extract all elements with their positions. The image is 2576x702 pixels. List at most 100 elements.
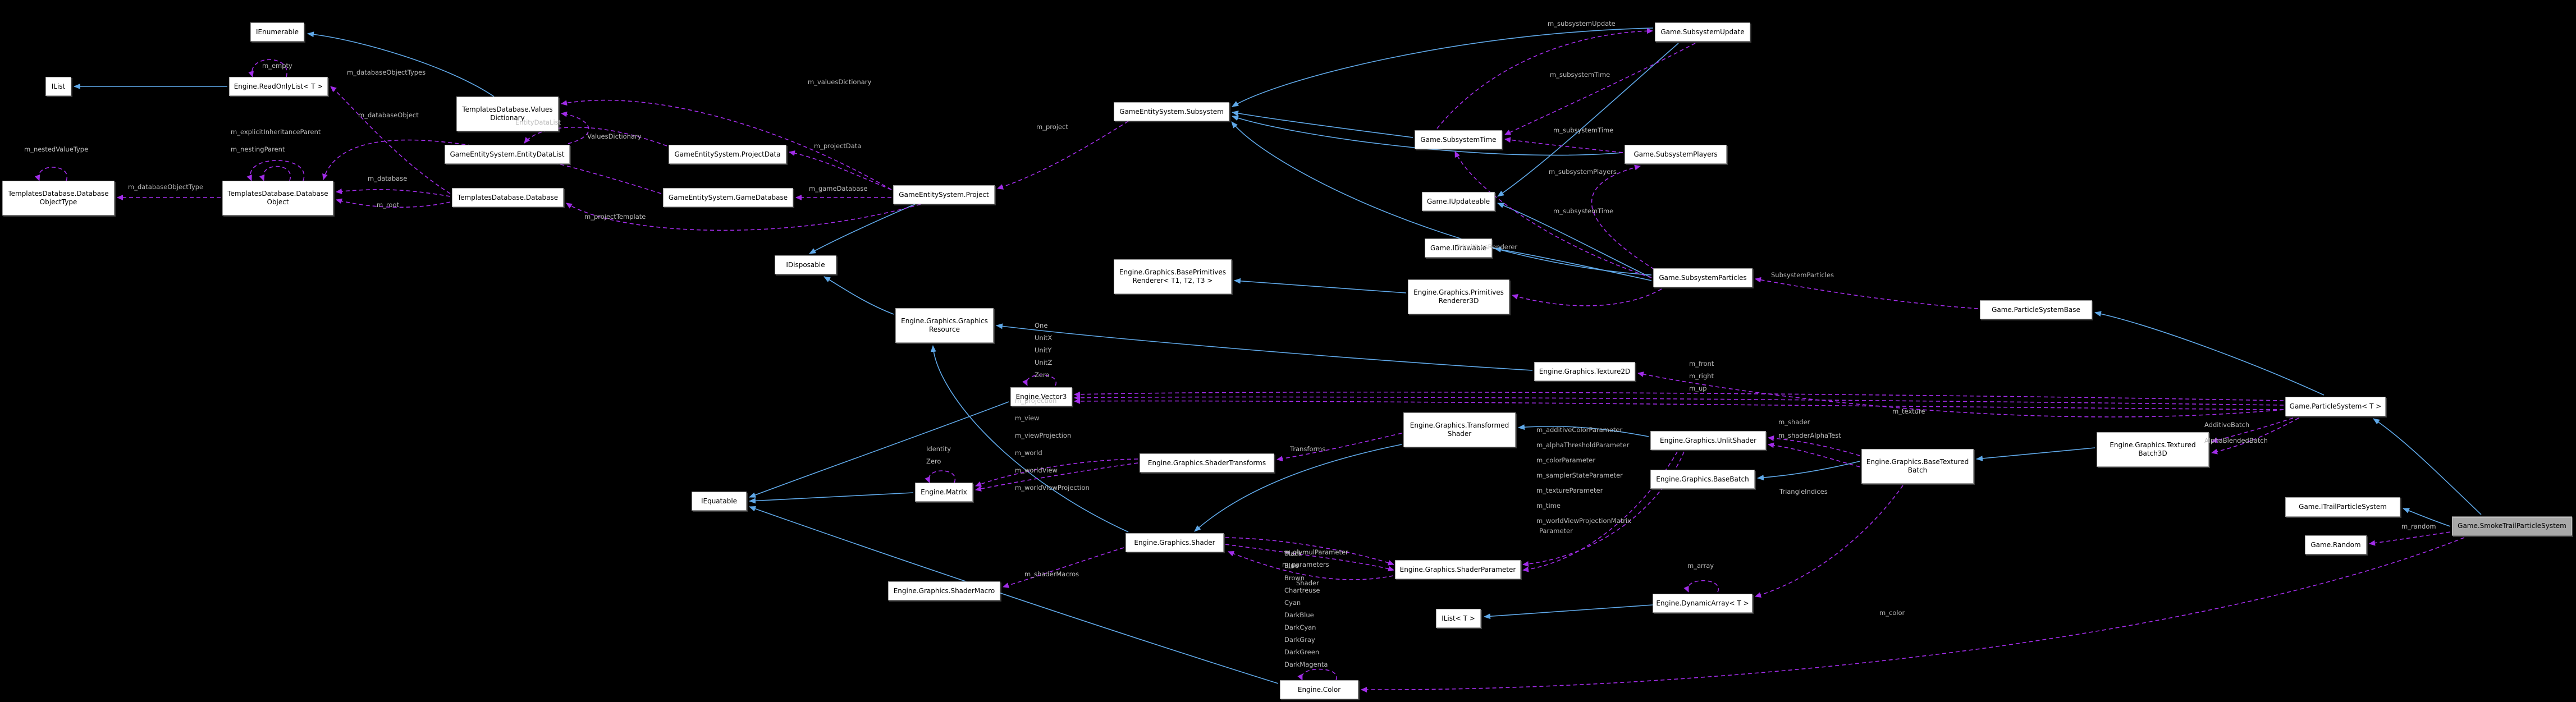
inheritance-edge-2 (1484, 604, 1653, 620)
node-subsystemplayers[interactable]: Game.SubsystemPlayers (1625, 145, 1727, 164)
inheritance-edge-4 (1232, 111, 1413, 138)
node-ilistt[interactable]: IList< T > (1436, 609, 1481, 628)
usage-edge-41 (1436, 28, 1653, 129)
node-entitydatalist[interactable]: GameEntitySystem.EntityDataList (445, 145, 570, 164)
node-basetexturedbatch-label: Engine.Graphics.BaseTextured (1866, 458, 1969, 466)
usage-edge-28 (259, 166, 291, 181)
usage-edge-43 (1504, 137, 1623, 153)
usage-edge-40 (997, 121, 1129, 190)
node-texturedbatch3d-label: Engine.Graphics.Textured (2110, 441, 2196, 449)
node-iupdateable[interactable]: Game.IUpdateable (1422, 192, 1495, 211)
node-tddatabase[interactable]: TemplatesDatabase.Database (452, 188, 564, 207)
node-databaseobject-label: Object (267, 198, 289, 206)
edge-label-66: DarkBlue (1284, 611, 1314, 619)
node-itrailparticlesystem-label: Game.ITrailParticleSystem (2299, 503, 2387, 511)
node-readonlylist[interactable]: Engine.ReadOnlyList< T > (229, 77, 328, 96)
node-shadermacro[interactable]: Engine.Graphics.ShaderMacro (888, 581, 1000, 600)
node-ilist[interactable]: IList (45, 77, 71, 96)
edge-label-61: Black (1284, 549, 1302, 557)
usage-edge-51 (1074, 398, 2284, 410)
edge-label-67: DarkCyan (1284, 623, 1316, 631)
node-databaseobjecttype-label: ObjectType (39, 198, 77, 206)
inheritance-edge-0 (307, 31, 495, 97)
edge-label-33: m_view (1015, 414, 1040, 422)
inheritance-edge-13 (823, 276, 894, 315)
usage-edge-52 (1276, 433, 1402, 462)
node-itrailparticlesystem[interactable]: Game.ITrailParticleSystem (2285, 497, 2400, 517)
node-matrix-label: Engine.Matrix (921, 488, 967, 496)
node-subsystemupdate[interactable]: Game.SubsystemUpdate (1655, 22, 1750, 42)
node-unlitshader[interactable]: Engine.Graphics.UnlitShader (1650, 431, 1766, 450)
usage-edge-56 (1022, 374, 1057, 386)
usage-edge-57 (1003, 547, 1124, 588)
node-project[interactable]: GameEntitySystem.Project (893, 185, 995, 204)
edge-label-53: m_shader (1778, 418, 1810, 426)
node-valuesdictionary-label: TemplatesDatabase.Values (462, 105, 553, 113)
edge-label-56: m_array (1687, 562, 1714, 570)
node-idisposable[interactable]: IDisposable (775, 255, 836, 274)
edge-label-60: m_color (1879, 609, 1905, 617)
usage-edge-32 (336, 189, 451, 197)
inheritance-edge-7 (1497, 43, 1679, 197)
node-projectdata[interactable]: GameEntitySystem.ProjectData (669, 145, 786, 164)
edge-label-15: m_project (1036, 123, 1068, 131)
edge-label-70: DarkMagenta (1284, 660, 1328, 668)
edge-label-6: m_databaseObjectType (128, 183, 204, 191)
node-subsystem[interactable]: GameEntitySystem.Subsystem (1114, 102, 1229, 121)
usage-edge-62 (1522, 451, 1678, 572)
node-color[interactable]: Engine.Color (1280, 680, 1358, 699)
node-particlesystembase-label: Game.ParticleSystemBase (1992, 305, 2080, 314)
edge-label-22: PrimitivesRenderer (1456, 243, 1518, 251)
node-texturedbatch3d-label: Batch3D (2138, 449, 2167, 457)
node-shadertransforms-label: Engine.Graphics.ShaderTransforms (1147, 458, 1266, 467)
edge-label-31: Zero (1035, 371, 1050, 379)
node-ienumerable[interactable]: IEnumerable (250, 22, 304, 42)
node-subsystemtime[interactable]: Game.SubsystemTime (1415, 130, 1502, 149)
node-particlesystembase[interactable]: Game.ParticleSystemBase (1980, 300, 2092, 319)
node-dynamicarray[interactable]: Engine.DynamicArray< T > (1653, 594, 1753, 613)
node-shaderparameter[interactable]: Engine.Graphics.ShaderParameter (1395, 560, 1521, 579)
edge-label-55: TriangleIndices (1779, 488, 1828, 495)
node-shader[interactable]: Engine.Graphics.Shader (1125, 533, 1224, 552)
node-smoketrailparticlesystem[interactable]: Game.SmokeTrailParticleSystem (2452, 516, 2572, 536)
edge-label-17: m_subsystemTime (1550, 71, 1610, 79)
node-idrawable-label: Game.IDrawable (1430, 244, 1487, 252)
node-texture2d[interactable]: Engine.Graphics.Texture2D (1534, 362, 1635, 381)
node-basebatch[interactable]: Engine.Graphics.BaseBatch (1650, 470, 1755, 489)
node-matrix[interactable]: Engine.Matrix (915, 483, 973, 502)
edge-label-64: Chartreuse (1284, 586, 1320, 594)
usage-edge-64 (1768, 442, 1860, 467)
edge-label-32: m_projection (1015, 397, 1057, 405)
usage-edge-54 (975, 458, 1138, 487)
node-baseprimitivesrenderer-label: Engine.Graphics.BasePrimitives (1119, 268, 1227, 276)
edge-label-62: Blue (1284, 562, 1299, 570)
node-idrawable[interactable]: Game.IDrawable (1425, 238, 1492, 258)
usage-edge-53 (975, 462, 1138, 492)
node-texture2d-label: Engine.Graphics.Texture2D (1539, 367, 1631, 375)
edge-label-13: m_gameDatabase (809, 185, 868, 192)
edge-label-38: Identity (926, 445, 951, 453)
edge-label-27: One (1035, 322, 1048, 329)
edge-label-28: UnitX (1035, 334, 1053, 342)
node-subsystemparticles[interactable]: Game.SubsystemParticles (1653, 268, 1753, 287)
node-random[interactable]: Game.Random (2305, 535, 2367, 554)
usage-edge-60 (1228, 551, 1394, 580)
node-iequatable[interactable]: IEquatable (692, 492, 747, 511)
node-shadertransforms[interactable]: Engine.Graphics.ShaderTransforms (1140, 453, 1274, 472)
node-valuesdictionary-label: Dictionary (490, 114, 525, 122)
node-transformedshader-label: Shader (1447, 430, 1472, 438)
inheritance-edge-3 (1232, 27, 1654, 107)
node-vector3[interactable]: Engine.Vector3 (1010, 387, 1072, 406)
inheritance-edge-17 (749, 492, 914, 504)
node-particlesystem[interactable]: Game.ParticleSystem< T > (2285, 397, 2386, 416)
node-gamedatabase[interactable]: GameEntitySystem.GameDatabase (663, 188, 793, 207)
